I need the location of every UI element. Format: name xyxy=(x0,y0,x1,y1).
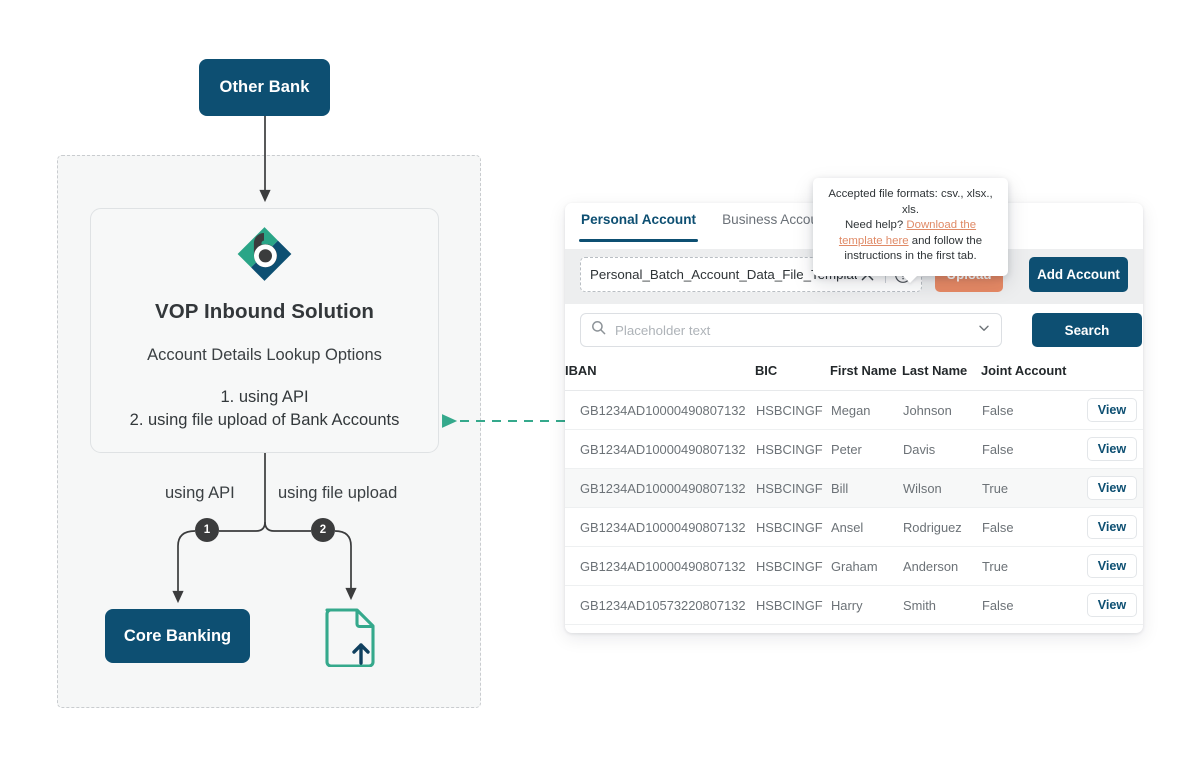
cell-first-name: Ansel xyxy=(830,507,902,547)
cell-actions: View xyxy=(1081,468,1143,508)
cell-bic: HSBCINGF xyxy=(755,390,830,430)
view-button[interactable]: View xyxy=(1086,437,1138,461)
table-header-row: IBAN BIC First Name Last Name Joint Acco… xyxy=(565,363,1143,391)
tab-business-account[interactable]: Business Account xyxy=(720,203,831,236)
tab-personal-account-label: Personal Account xyxy=(581,212,697,227)
step-badge-2-label: 2 xyxy=(319,524,327,536)
cell-iban: GB1234AD10000490807132 xyxy=(565,429,755,469)
cell-last-name: Davis xyxy=(902,429,981,469)
core-banking-node: Core Banking xyxy=(105,609,250,663)
view-button[interactable]: View xyxy=(1086,398,1138,422)
tab-personal-account[interactable]: Personal Account xyxy=(579,203,699,242)
col-actions xyxy=(1081,363,1143,391)
cell-iban: GB1234AD10573220807132 xyxy=(565,585,755,625)
chevron-down-icon[interactable] xyxy=(977,321,991,340)
branch-label-using-file-upload: using file upload xyxy=(278,484,398,502)
cell-bic: HSBCINGF xyxy=(755,507,830,547)
cell-first-name: Graham xyxy=(830,546,902,586)
cell-joint-account: False xyxy=(981,507,1081,547)
col-joint-account: Joint Account xyxy=(981,363,1081,391)
cell-bic: HSBCINGF xyxy=(755,468,830,508)
step-badge-1-label: 1 xyxy=(203,524,211,536)
core-banking-label: Core Banking xyxy=(123,626,232,645)
other-bank-node: Other Bank xyxy=(199,59,330,116)
cell-iban: GB1234AD10000490807132 xyxy=(565,507,755,547)
cell-last-name: Wilson xyxy=(902,468,981,508)
cell-bic: HSBCINGF xyxy=(755,585,830,625)
cell-actions: View xyxy=(1081,507,1143,547)
cell-last-name: Johnson xyxy=(902,390,981,430)
col-bic: BIC xyxy=(755,363,830,391)
cell-actions: View xyxy=(1081,429,1143,469)
tooltip-need-help-text: Need help? xyxy=(844,219,904,232)
add-account-button[interactable]: Add Account xyxy=(1029,257,1128,292)
col-iban: IBAN xyxy=(565,363,755,391)
cell-joint-account: False xyxy=(981,429,1081,469)
cell-first-name: Peter xyxy=(830,429,902,469)
cell-actions: View xyxy=(1081,585,1143,625)
view-button[interactable]: View xyxy=(1086,593,1138,617)
tooltip-suffix-text: and follow the instructions in the first… xyxy=(844,234,983,263)
cell-first-name: Bill xyxy=(830,468,902,508)
cell-iban: GB1234AD10000490807132 xyxy=(565,546,755,586)
account-lookup-panel: Personal Account Business Account Person… xyxy=(565,203,1143,633)
selected-file-name: Personal_Batch_Account_Data_File_Templat… xyxy=(590,267,857,282)
cell-joint-account: False xyxy=(981,390,1081,430)
cell-first-name: Megan xyxy=(830,390,902,430)
view-button[interactable]: View xyxy=(1086,515,1138,539)
accounts-table-head: IBAN BIC First Name Last Name Joint Acco… xyxy=(565,363,1143,391)
cell-bic: HSBCINGF xyxy=(755,429,830,469)
accounts-table: IBAN BIC First Name Last Name Joint Acco… xyxy=(565,363,1143,625)
cell-first-name: Harry xyxy=(830,585,902,625)
cell-joint-account: True xyxy=(981,546,1081,586)
vop-option-2: 2. using file upload of Bank Accounts xyxy=(129,411,400,429)
vop-option-1: 1. using API xyxy=(220,388,309,406)
cell-joint-account: True xyxy=(981,468,1081,508)
step-badge-1: 1 xyxy=(195,518,219,542)
cell-actions: View xyxy=(1081,390,1143,430)
col-last-name: Last Name xyxy=(902,363,981,391)
tooltip-line-1: Accepted file formats: csv., xlsx., xls. xyxy=(828,188,993,216)
tooltip-line-2: Need help? Download the template here an… xyxy=(825,218,996,265)
cell-iban: GB1234AD10000490807132 xyxy=(565,468,755,508)
step-badge-2: 2 xyxy=(311,518,335,542)
search-icon xyxy=(591,320,606,340)
tab-business-account-label: Business Account xyxy=(722,212,830,227)
cell-iban: GB1234AD10000490807132 xyxy=(565,390,755,430)
cell-joint-account: False xyxy=(981,585,1081,625)
search-row: Placeholder text Search xyxy=(580,313,1142,347)
cell-bic: HSBCINGF xyxy=(755,546,830,586)
cell-last-name: Anderson xyxy=(902,546,981,586)
cell-last-name: Rodriguez xyxy=(902,507,981,547)
cell-actions: View xyxy=(1081,546,1143,586)
view-button[interactable]: View xyxy=(1086,554,1138,578)
file-upload-icon xyxy=(325,608,375,667)
view-button[interactable]: View xyxy=(1086,476,1138,500)
vop-brand-logo-icon xyxy=(237,227,292,281)
cell-last-name: Smith xyxy=(902,585,981,625)
vop-title: VOP Inbound Solution xyxy=(154,300,375,323)
search-button[interactable]: Search xyxy=(1032,313,1142,347)
col-first-name: First Name xyxy=(830,363,902,391)
account-type-tabs: Personal Account Business Account xyxy=(565,203,1143,243)
search-input[interactable]: Placeholder text xyxy=(580,313,1002,347)
search-placeholder: Placeholder text xyxy=(615,322,711,338)
other-bank-label: Other Bank xyxy=(219,78,310,96)
branch-label-using-api: using API xyxy=(165,484,235,502)
vop-subtitle: Account Details Lookup Options xyxy=(147,346,382,364)
upload-help-tooltip: Accepted file formats: csv., xlsx., xls.… xyxy=(813,178,1008,276)
download-template-link[interactable]: Download the template here xyxy=(838,219,977,247)
